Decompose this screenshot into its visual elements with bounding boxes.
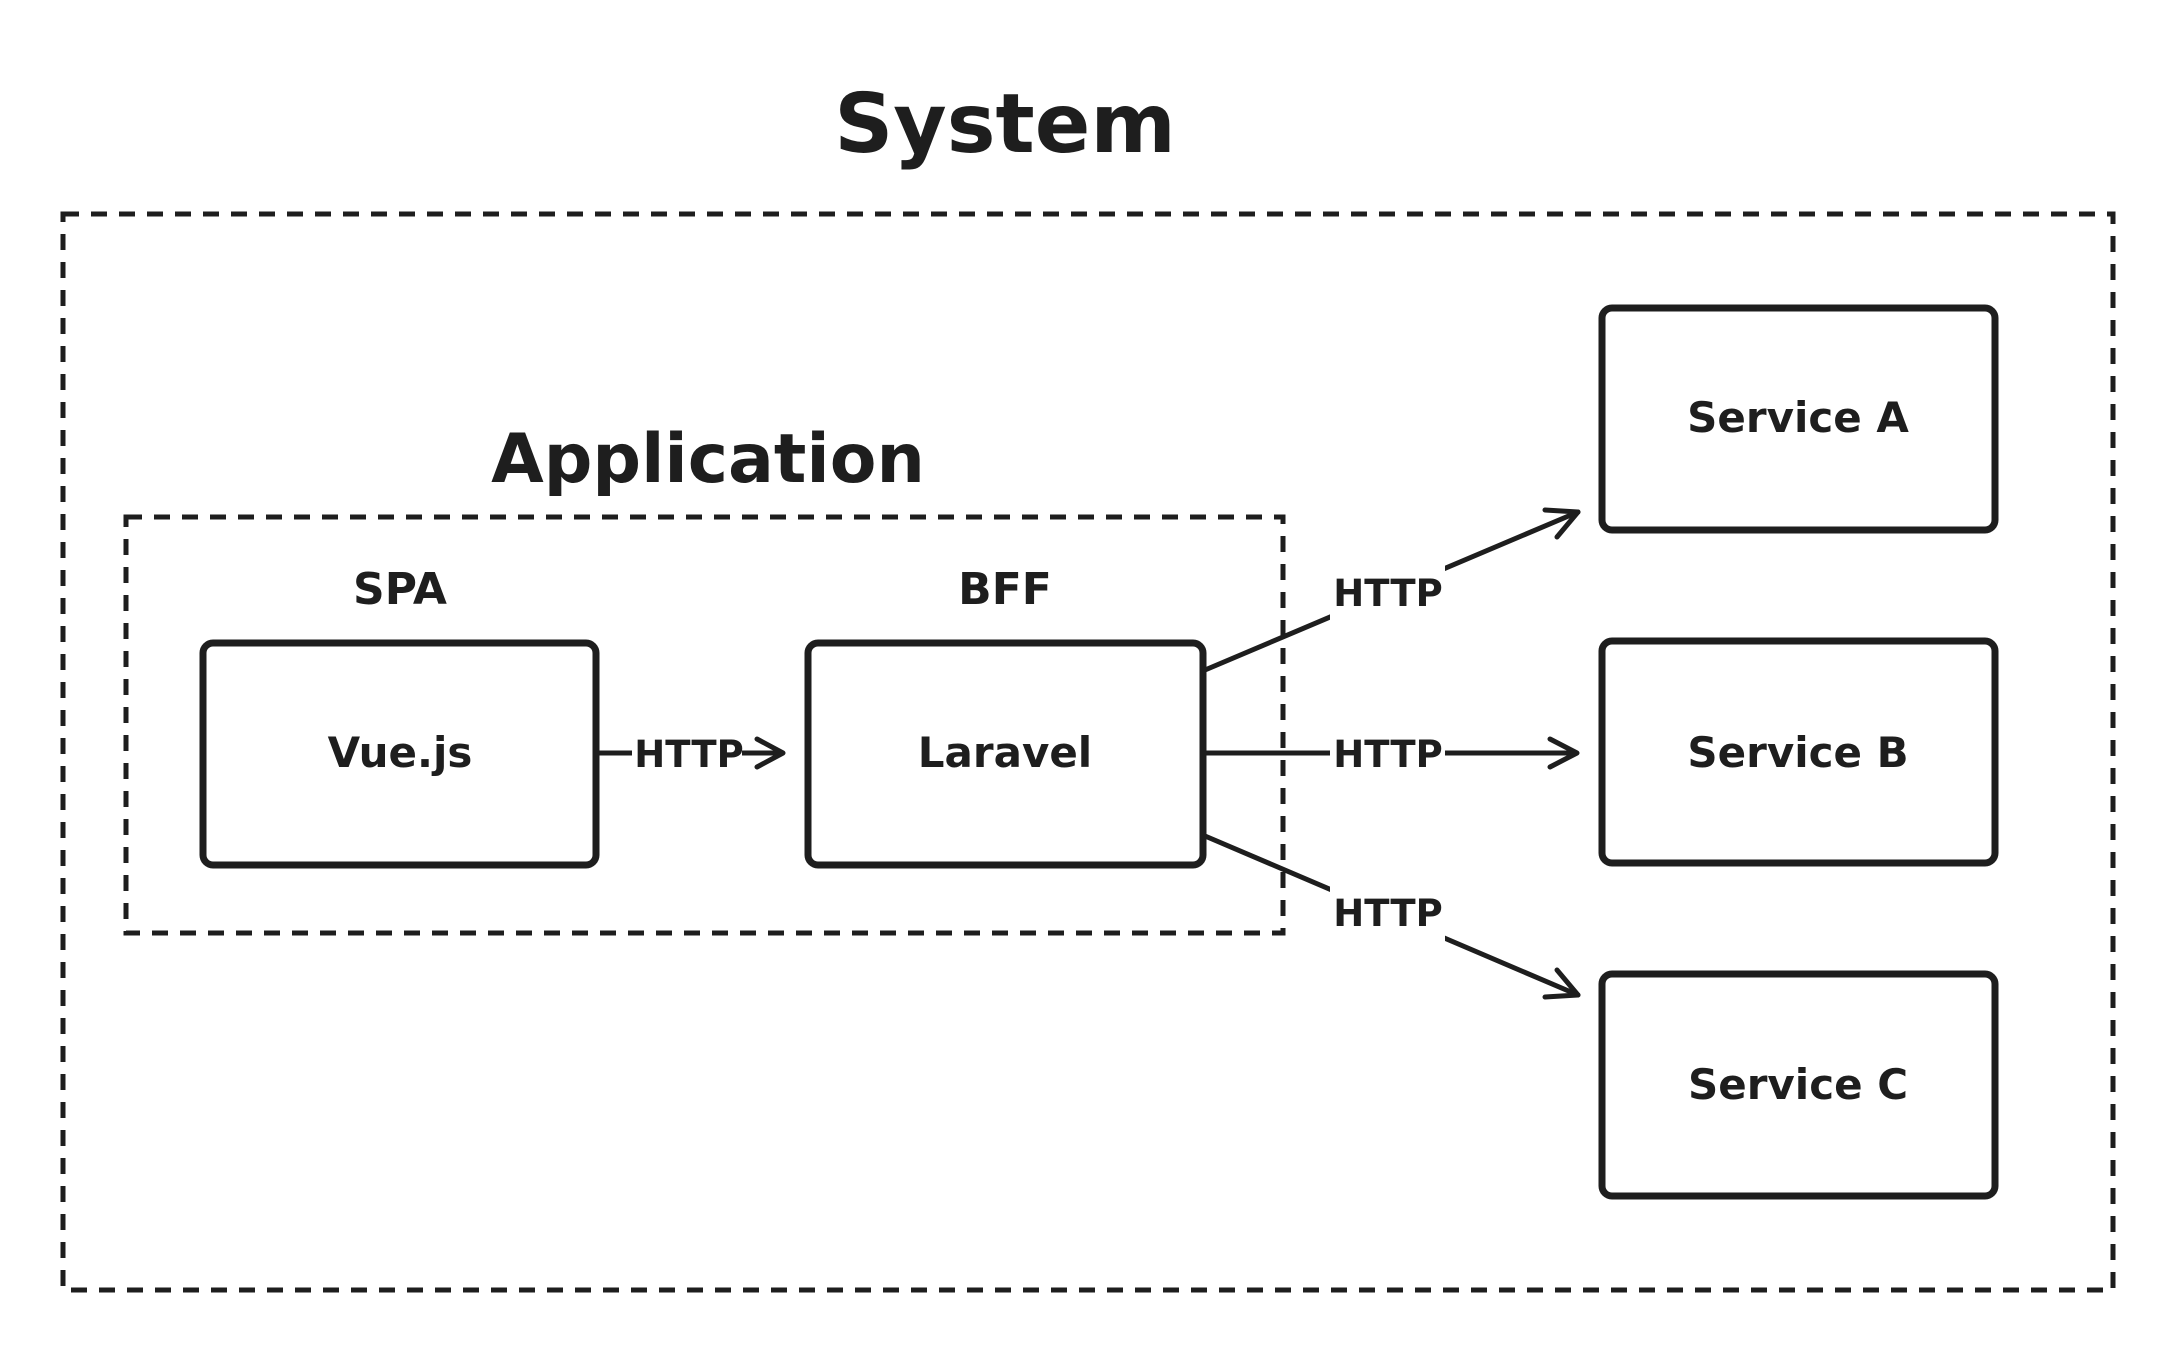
node-vuejs: Vue.js: [199, 639, 600, 869]
arrowhead: [1542, 507, 1581, 540]
edges: HTTP HTTP HTTP HTTP: [594, 507, 1581, 1000]
edge-label-bg: [632, 728, 742, 778]
node-box: [1598, 304, 1999, 534]
arrowhead: [754, 736, 786, 770]
node-service-b: Service B: [1598, 637, 1999, 867]
edge-label-bg: [1330, 728, 1445, 778]
node-service-a: Service A: [1598, 304, 1999, 534]
application-group: Application: [123, 420, 1286, 936]
arrowhead: [1542, 967, 1581, 1000]
spa-caption: SPA: [353, 564, 447, 615]
node-box: [199, 639, 600, 869]
system-group: System: [60, 77, 2116, 1293]
node-label: Laravel: [918, 728, 1092, 777]
node-label: Vue.js: [328, 728, 473, 777]
system-boundary: [60, 211, 2116, 1293]
node-box: [1598, 637, 1999, 867]
application-title: Application: [491, 420, 925, 499]
edge-laravel-to-service-c: HTTP: [1202, 833, 1581, 1000]
edge-label-bg: [1330, 564, 1445, 620]
bff-caption: BFF: [958, 564, 1052, 615]
system-title: System: [834, 77, 1176, 172]
node-box: [1598, 970, 1999, 1200]
node-label: Service C: [1688, 1060, 1908, 1109]
edge-label: HTTP: [1333, 572, 1442, 615]
node-service-c: Service C: [1598, 970, 1999, 1200]
node-box: [804, 639, 1207, 869]
arrowhead: [1547, 736, 1580, 770]
edge-label: HTTP: [634, 733, 743, 776]
edge-label-bg: [1330, 886, 1445, 942]
node-laravel: Laravel: [804, 639, 1207, 869]
edge-label: HTTP: [1333, 733, 1442, 776]
edge-laravel-to-service-a: HTTP: [1202, 507, 1581, 673]
edge-vue-to-laravel: HTTP: [594, 728, 786, 778]
edge-label: HTTP: [1333, 892, 1442, 935]
edge-laravel-to-service-b: HTTP: [1202, 728, 1580, 778]
node-label: Service A: [1687, 393, 1909, 442]
node-label: Service B: [1687, 728, 1908, 777]
